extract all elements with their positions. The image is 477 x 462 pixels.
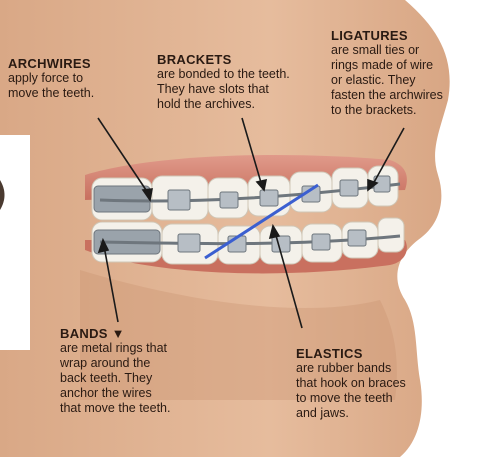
elastics-line-4: and jaws. bbox=[296, 406, 406, 421]
ligatures-line-3: or elastic. They bbox=[331, 73, 443, 88]
ligatures-line-2: rings made of wire bbox=[331, 58, 443, 73]
ligatures-line-5: to the brackets. bbox=[331, 103, 443, 118]
bands-line-1: are metal rings that bbox=[60, 341, 171, 356]
bands-line-3: back teeth. They bbox=[60, 371, 171, 386]
brackets-line-2: They have slots that bbox=[157, 82, 290, 97]
left-notch bbox=[0, 135, 30, 350]
bands-line-5: that move the teeth. bbox=[60, 401, 171, 416]
bands-line-4: anchor the wires bbox=[60, 386, 171, 401]
bands-line-2: wrap around the bbox=[60, 356, 171, 371]
brackets-title: BRACKETS bbox=[157, 52, 290, 67]
elastics-line-3: to move the teeth bbox=[296, 391, 406, 406]
elastics-line-1: are rubber bands bbox=[296, 361, 406, 376]
archwires-line-1: apply force to bbox=[8, 71, 94, 86]
label-archwires: ARCHWIRES apply force to move the teeth. bbox=[8, 56, 94, 101]
ligatures-title: LIGATURES bbox=[331, 28, 443, 43]
brackets-line-1: are bonded to the teeth. bbox=[157, 67, 290, 82]
ligatures-line-4: fasten the archwires bbox=[331, 88, 443, 103]
label-bands: BANDS ▼ are metal rings that wrap around… bbox=[60, 326, 171, 416]
elastics-title: ELASTICS bbox=[296, 346, 406, 361]
brackets-line-3: hold the archives. bbox=[157, 97, 290, 112]
elastics-line-2: that hook on braces bbox=[296, 376, 406, 391]
down-arrow-icon: ▼ bbox=[112, 326, 125, 341]
ligatures-line-1: are small ties or bbox=[331, 43, 443, 58]
archwires-title: ARCHWIRES bbox=[8, 56, 94, 71]
archwires-line-2: move the teeth. bbox=[8, 86, 94, 101]
label-elastics: ELASTICS are rubber bands that hook on b… bbox=[296, 346, 406, 421]
label-ligatures: LIGATURES are small ties or rings made o… bbox=[331, 28, 443, 118]
label-brackets: BRACKETS are bonded to the teeth. They h… bbox=[157, 52, 290, 112]
bands-title: BANDS ▼ bbox=[60, 326, 171, 341]
